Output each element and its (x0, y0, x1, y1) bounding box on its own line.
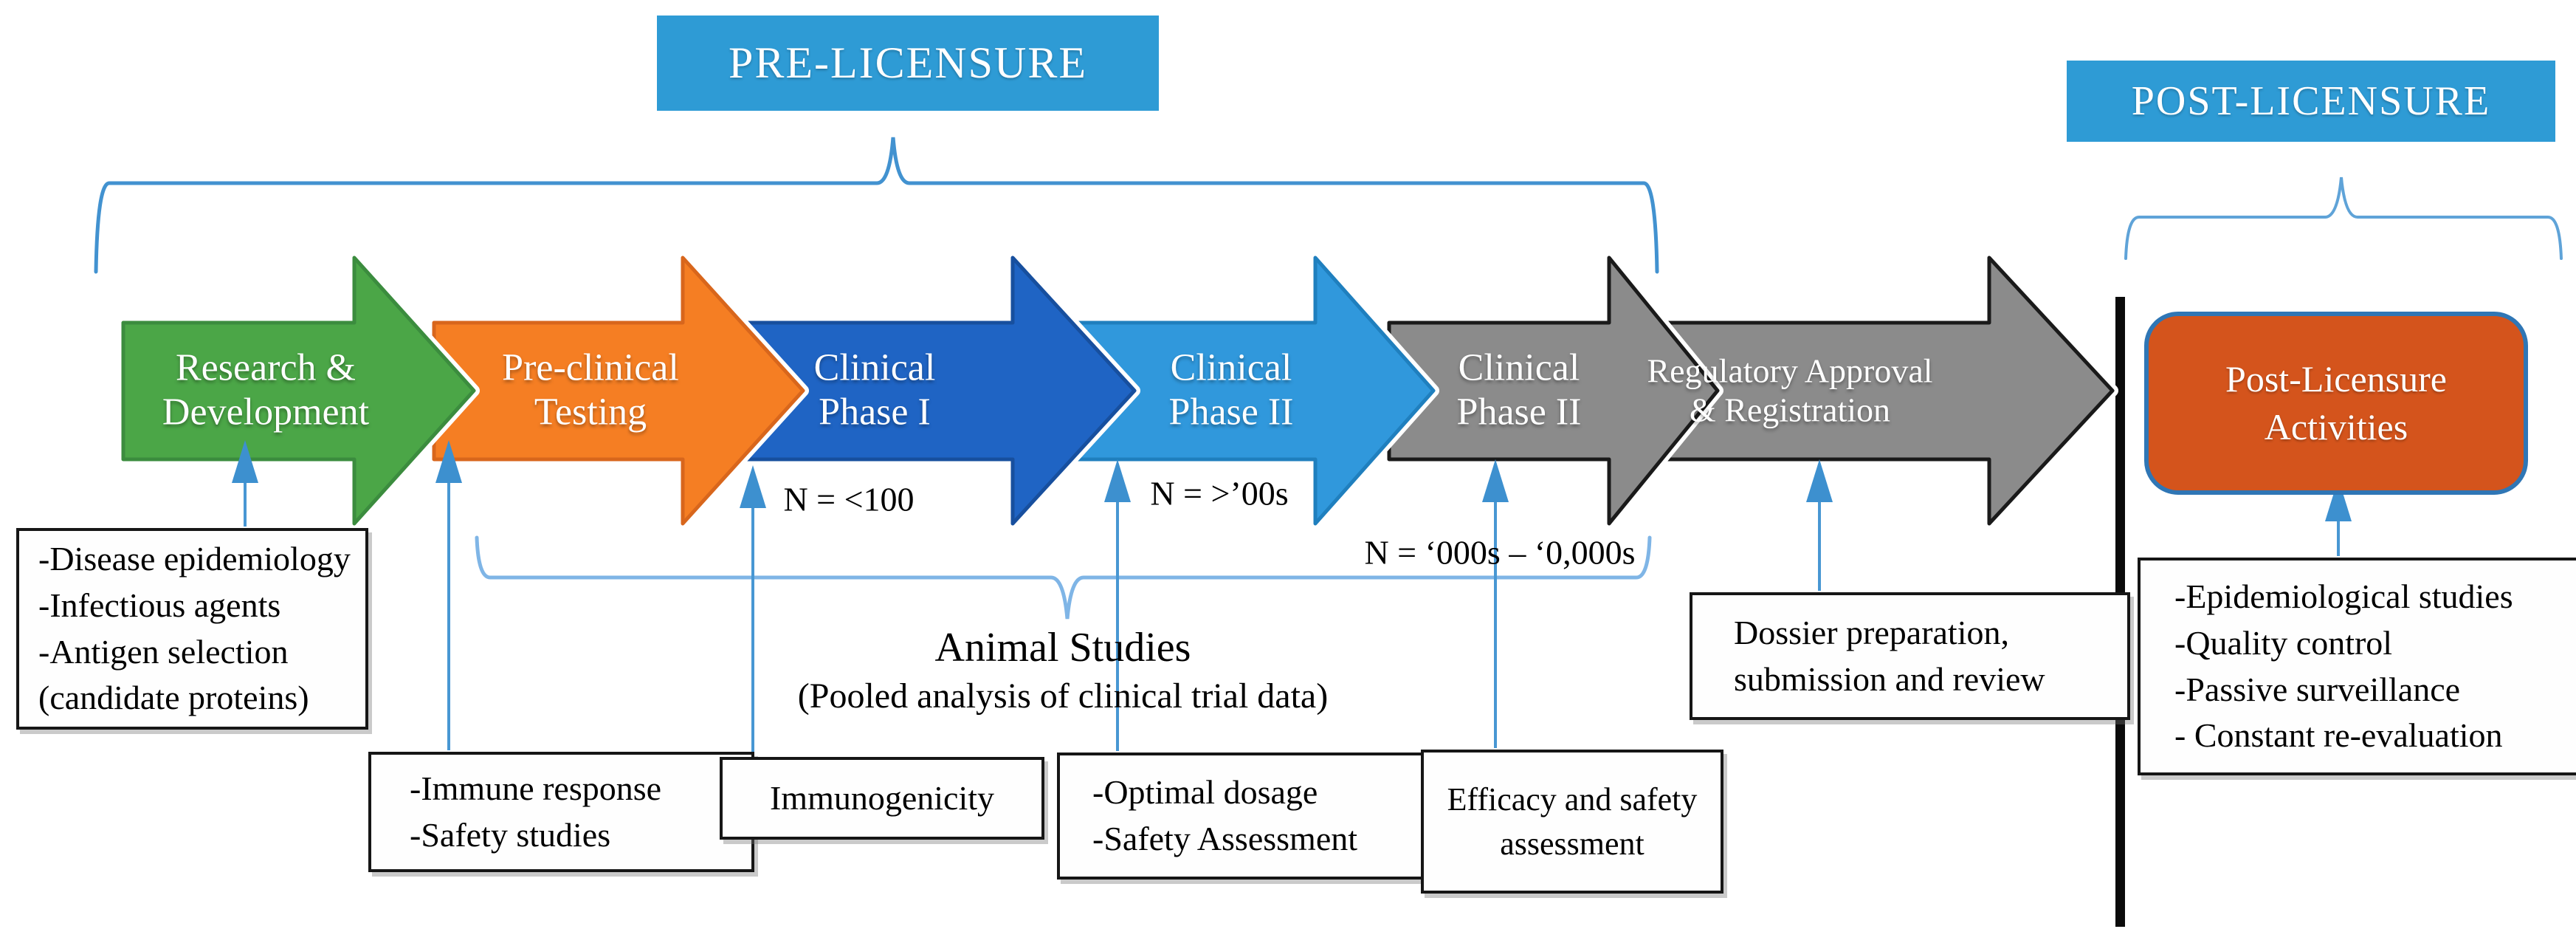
stage-label-line2: & Registration (1689, 391, 1891, 429)
up-arrow-connector-to-research (232, 440, 258, 527)
info-box-line: submission and review (1734, 659, 2045, 698)
info-box-regulatory-notes: Dossier preparation, submission and revie… (1690, 592, 2130, 720)
up-arrow-connector-to-phase2 (1104, 459, 1131, 751)
info-box-postlicensure-notes: -Epidemiological studies -Quality control… (2138, 558, 2576, 775)
pre-licensure-header: PRE-LICENSURE (657, 16, 1159, 111)
info-box-line: -Quality control (2174, 623, 2393, 662)
info-box-phase2-notes: -Optimal dosage -Safety Assessment (1057, 753, 1451, 880)
info-box-line: -Safety Assessment (1092, 820, 1358, 857)
stage-arrow-pre-clinical-testing (428, 252, 809, 529)
sample-size-note-n-phase-3: N = ‘000s – ‘0,000s (1364, 533, 1636, 572)
up-arrow-connector-to-preclinical (435, 440, 462, 750)
info-box-line: Immunogenicity (769, 778, 995, 817)
stage-label-line2: Development (162, 391, 370, 433)
info-box-line: -Passive surveillance (2174, 670, 2461, 708)
post-licensure-activities-box: Post-Licensure Activities (2144, 312, 2528, 495)
up-arrow-connector-to-regulatory (1806, 459, 1833, 591)
animal-studies-subtitle: (Pooled analysis of clinical trial data) (797, 676, 1329, 716)
stage-arrow-clinical-phase-1 (736, 252, 1140, 529)
post-licensure-brace-bracket (2124, 176, 2563, 260)
up-arrow-connector-to-phase3 (1482, 459, 1509, 748)
stage-arrow-research-development (117, 252, 480, 529)
up-arrow-connector-to-post-activity (2325, 479, 2352, 556)
stage-label-line1: Clinical (1170, 346, 1292, 389)
info-box-line: (candidate proteins) (38, 679, 309, 717)
info-box-preclinical-notes: -Immune response -Safety studies (368, 752, 754, 872)
info-box-line: assessment (1500, 825, 1645, 862)
info-box-line: Efficacy and safety (1447, 781, 1698, 817)
stage-label-line2: Phase II (1456, 391, 1582, 433)
stage-arrow-clinical-phase-2-gray (1383, 252, 1723, 529)
stage-label-line1: Research & (175, 346, 357, 389)
stage-label-research-development: Research &Development (162, 346, 369, 436)
info-box-phase3-notes: Efficacy and safety assessment (1421, 750, 1723, 894)
sample-size-note-n-phase-1: N = <100 (783, 480, 915, 518)
stage-label-line1: Clinical (813, 346, 936, 389)
stage-label-line1: Pre-clinical (502, 346, 679, 389)
info-box-research-notes: -Disease epidemiology -Infectious agents -… (16, 528, 368, 730)
animal-studies-annotation: Animal Studies (Pooled analysis of clini… (798, 624, 1328, 716)
info-box-line: -Disease epidemiology (38, 540, 351, 578)
info-box-phase1-notes: Immunogenicity (720, 757, 1044, 840)
post-licensure-activities-line1: Post-Licensure (2225, 358, 2447, 400)
info-box-line: -Infectious agents (38, 586, 281, 624)
sample-size-note-n-phase-2: N = >’00s (1150, 474, 1289, 513)
stage-label-line2: Testing (534, 391, 647, 433)
post-licensure-activities-line2: Activities (2264, 406, 2408, 448)
info-box-line: -Optimal dosage (1092, 773, 1318, 812)
stage-label-line1: Clinical (1458, 346, 1580, 389)
animal-studies-brace-bracket (475, 535, 1652, 620)
post-licensure-header: POST-LICENSURE (2067, 61, 2555, 142)
stage-label-line2: Phase II (1168, 391, 1294, 433)
info-box-line: -Safety studies (410, 815, 611, 854)
info-box-line: -Epidemiological studies (2174, 577, 2513, 616)
stage-label-line2: Phase I (819, 391, 931, 433)
pre-licensure-brace-bracket (94, 137, 1659, 274)
info-box-line: -Antigen selection (38, 632, 289, 671)
info-box-line: -Immune response (410, 769, 662, 807)
stage-label-line1: Regulatory Approval (1647, 352, 1933, 390)
info-box-line: Dossier preparation, (1734, 613, 2009, 651)
up-arrow-connector-to-phase1 (740, 465, 766, 755)
stage-label-regulatory-approval: Regulatory Approval& Registration (1647, 352, 1932, 431)
info-box-line: - Constant re-evaluation (2174, 716, 2503, 755)
stage-arrow-clinical-phase-2 (1050, 252, 1439, 529)
animal-studies-title: Animal Studies (934, 625, 1191, 671)
